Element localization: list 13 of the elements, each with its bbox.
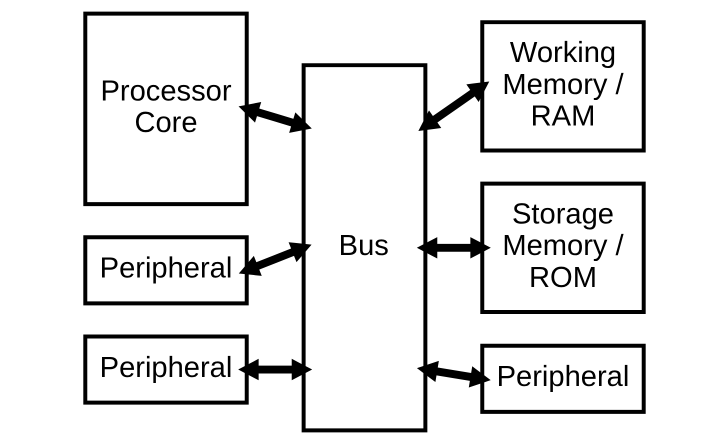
arrow xyxy=(238,242,312,276)
node-box: Working Memory / RAM xyxy=(480,20,646,153)
arrow xyxy=(238,102,312,133)
node-box: Peripheral xyxy=(480,344,646,414)
node-box: Storage Memory / ROM xyxy=(480,182,646,314)
arrow xyxy=(416,360,490,388)
node-box: Peripheral xyxy=(82,334,248,405)
node-box: Peripheral xyxy=(82,235,248,306)
arrow xyxy=(416,237,490,259)
arrow xyxy=(418,81,489,131)
node-box: Processor Core xyxy=(82,12,248,206)
arrow xyxy=(238,358,312,380)
node-box: Bus xyxy=(301,63,427,432)
